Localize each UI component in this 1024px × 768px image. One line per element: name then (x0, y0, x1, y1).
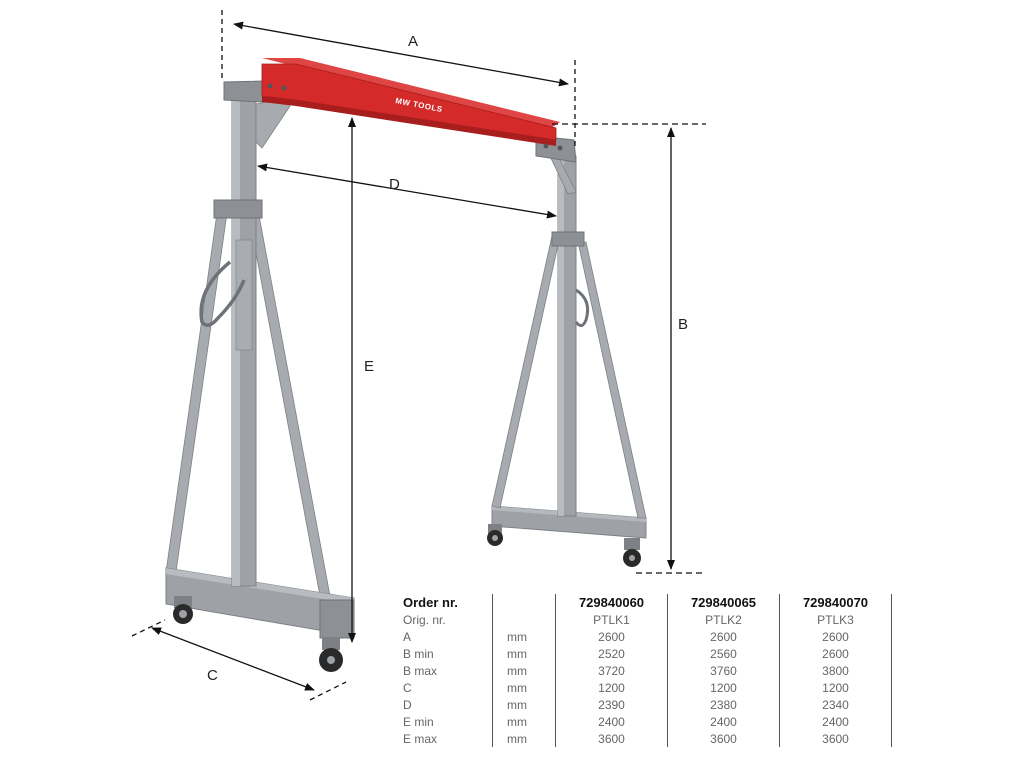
spec-row-value: 3800 (779, 662, 892, 679)
spec-row: Orig. nr. PTLK1 PTLK2 PTLK3 (393, 611, 892, 628)
spec-row-value: PTLK2 (667, 611, 780, 628)
spec-header-value: 729840070 (779, 594, 892, 611)
right-wheel-back (623, 538, 641, 567)
dim-label-d: D (389, 176, 400, 193)
left-wheel-back (319, 638, 343, 672)
dim-d (257, 163, 557, 219)
left-a-frame (165, 91, 355, 672)
right-a-frame (487, 151, 647, 567)
right-leg-back (577, 241, 647, 519)
spec-row-value: 2600 (667, 628, 780, 645)
spec-row-value: 1200 (555, 679, 668, 696)
spec-row: E min mm 2400 2400 2400 (393, 713, 892, 730)
spec-row-value: 2400 (779, 713, 892, 730)
dim-c (151, 627, 315, 691)
left-leg-back (247, 209, 331, 597)
spec-header-value: 729840065 (667, 594, 780, 611)
right-base-beam (491, 505, 647, 539)
spec-row: A mm 2600 2600 2600 (393, 628, 892, 645)
spec-row-value: 2600 (779, 628, 892, 645)
spec-row-label: Orig. nr. (403, 612, 446, 627)
left-leg-front (165, 205, 229, 573)
spec-row-value: 3720 (555, 662, 668, 679)
spec-row-value: 2340 (779, 696, 892, 713)
spec-row-value: 2600 (555, 628, 668, 645)
spec-row-unit: mm (492, 645, 556, 662)
spec-row-value: PTLK3 (779, 611, 892, 628)
dim-label-b: B (678, 316, 688, 333)
spec-row-value: 3600 (779, 730, 892, 747)
spec-row-label: C (403, 680, 412, 695)
spec-row-label: E max (403, 731, 438, 746)
spec-table: Order nr. 729840060 729840065 729840070 … (393, 594, 892, 747)
spec-row-value: 3600 (555, 730, 668, 747)
spec-row: B min mm 2520 2560 2600 (393, 645, 892, 662)
spec-row-value: 2560 (667, 645, 780, 662)
spec-row-value: 2400 (667, 713, 780, 730)
dim-label-a: A (408, 33, 418, 50)
spec-header-unit (492, 594, 556, 611)
dim-label-c: C (207, 667, 218, 684)
spec-row-value: 2400 (555, 713, 668, 730)
ext-line-c-right (309, 681, 347, 701)
left-top-brace (255, 97, 291, 149)
spec-row-value: 2600 (779, 645, 892, 662)
spec-row-unit: mm (492, 713, 556, 730)
spec-row-value: 2520 (555, 645, 668, 662)
spec-row-unit: mm (492, 662, 556, 679)
spec-row-unit: mm (492, 628, 556, 645)
spec-row-value: 1200 (779, 679, 892, 696)
spec-row: D mm 2390 2380 2340 (393, 696, 892, 713)
spec-row-unit (492, 611, 556, 628)
spec-row-value: 2390 (555, 696, 668, 713)
spec-row-label: A (403, 629, 412, 644)
right-pin-handle (574, 288, 590, 327)
spec-row-label: B max (403, 663, 438, 678)
left-pin-handle (199, 260, 246, 327)
spec-row-value: 1200 (667, 679, 780, 696)
spec-header-value: 729840060 (555, 594, 668, 611)
left-wheel-front (173, 596, 193, 624)
right-wheel-front (487, 524, 503, 546)
spec-row-unit: mm (492, 679, 556, 696)
spec-row-unit: mm (492, 696, 556, 713)
spec-row-label: B min (403, 646, 434, 661)
spec-row-label: E min (403, 714, 434, 729)
spec-row-label: D (403, 697, 412, 712)
left-collar (213, 199, 263, 219)
right-leg-front (491, 235, 561, 509)
spec-row-value: 2380 (667, 696, 780, 713)
spec-header-label: Order nr. (403, 594, 458, 610)
dim-a (233, 21, 569, 87)
spec-row-value: 3600 (667, 730, 780, 747)
spec-row-unit: mm (492, 730, 556, 747)
right-collar (551, 231, 585, 247)
spec-row: C mm 1200 1200 1200 (393, 679, 892, 696)
spec-row: B max mm 3720 3760 3800 (393, 662, 892, 679)
spec-row-value: PTLK1 (555, 611, 668, 628)
dim-label-e: E (364, 358, 374, 375)
spec-row-value: 3760 (667, 662, 780, 679)
spec-row: E max mm 3600 3600 3600 (393, 730, 892, 747)
spec-header-row: Order nr. 729840060 729840065 729840070 (393, 594, 892, 611)
dimension-lines (131, 10, 706, 701)
ext-line-c-left (131, 619, 166, 637)
